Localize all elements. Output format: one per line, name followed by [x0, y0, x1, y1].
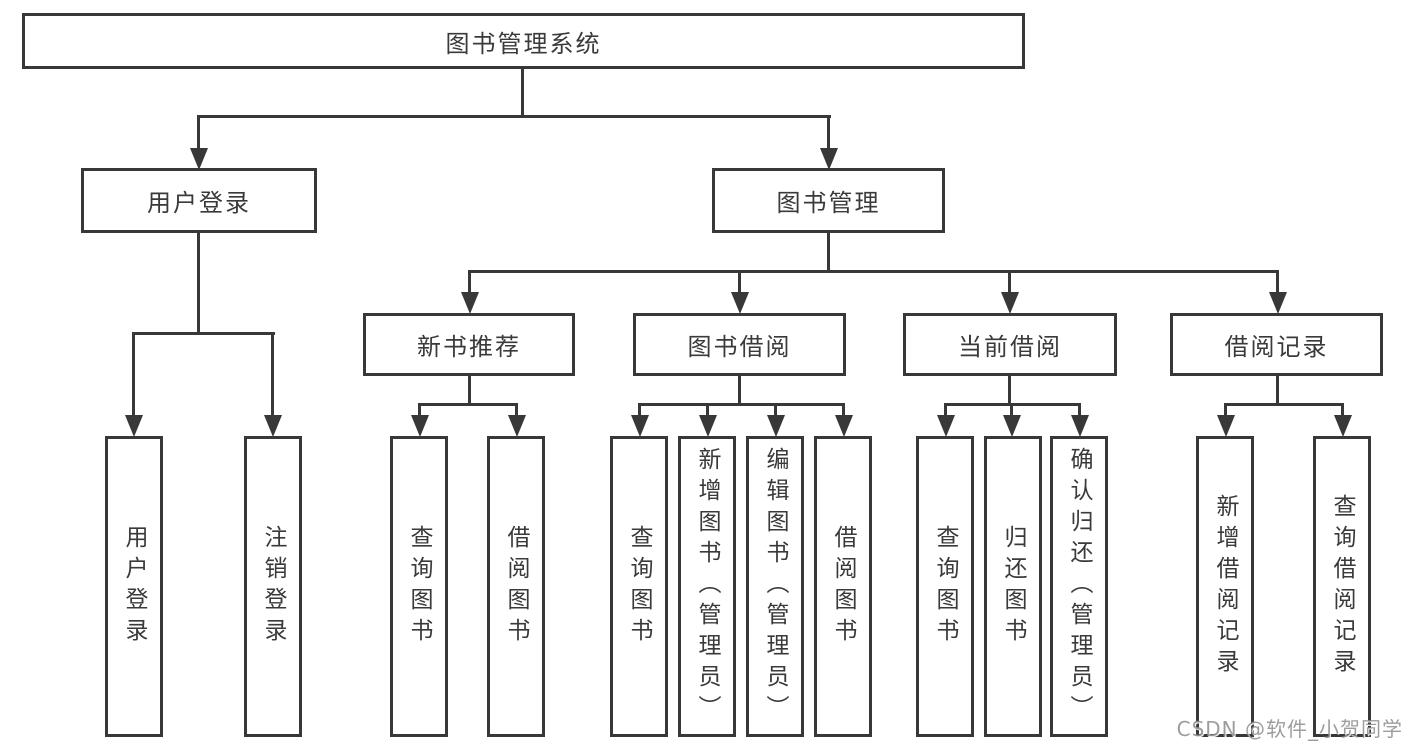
connector-line	[521, 69, 524, 118]
connector-line	[132, 332, 275, 335]
arrow-down-icon	[1269, 292, 1287, 314]
connector-line	[827, 233, 830, 273]
connector-line	[418, 403, 518, 406]
arrow-down-icon	[1071, 415, 1089, 437]
arrow-down-icon	[190, 148, 208, 170]
connector-line	[468, 376, 471, 405]
leaf-label: 确认归还（管理员）	[1066, 447, 1092, 726]
arrow-down-icon	[411, 415, 429, 437]
leaf-search-borrow-record: 查询借阅记录	[1313, 436, 1371, 737]
leaf-label: 查询图书	[932, 524, 958, 649]
node-label: 图书借阅	[687, 333, 792, 361]
connector-line	[1276, 376, 1279, 405]
connector-line	[1008, 376, 1011, 405]
node-label: 用户登录	[147, 189, 251, 217]
arrow-down-icon	[820, 148, 838, 170]
connector-line	[132, 332, 135, 418]
leaf-search-books-current: 查询图书	[916, 436, 974, 737]
arrow-down-icon	[264, 415, 282, 437]
node-label: 图书管理	[776, 189, 881, 217]
leaf-label: 查询图书	[406, 524, 432, 649]
leaf-label: 查询图书	[626, 524, 652, 649]
connector-line	[638, 403, 845, 406]
arrow-down-icon	[937, 415, 955, 437]
leaf-label: 新增图书（管理员）	[694, 447, 720, 726]
leaf-label: 借阅图书	[830, 524, 856, 649]
node-new-book-recommend: 新书推荐	[363, 313, 575, 376]
connector-line	[197, 115, 200, 153]
leaf-return-books: 归还图书	[984, 436, 1042, 737]
node-label: 当前借阅	[958, 333, 1062, 361]
leaf-label: 借阅图书	[503, 524, 529, 649]
connector-line	[1078, 403, 1081, 417]
arrow-down-icon	[125, 415, 143, 437]
connector-line	[842, 403, 845, 417]
connector-line	[944, 403, 947, 417]
arrow-down-icon	[835, 415, 853, 437]
node-library-system: 图书管理系统	[22, 13, 1025, 69]
leaf-label: 新增借阅记录	[1212, 493, 1238, 680]
leaf-label: 查询借阅记录	[1329, 493, 1355, 680]
leaf-add-borrow-record: 新增借阅记录	[1196, 436, 1254, 737]
connector-line	[1224, 403, 1344, 406]
arrow-down-icon	[508, 415, 526, 437]
arrow-down-icon	[631, 415, 649, 437]
connector-line	[197, 233, 200, 334]
connector-line	[1341, 403, 1344, 417]
connector-line	[197, 115, 831, 118]
connector-line	[1010, 403, 1013, 417]
leaf-add-books-admin: 新增图书（管理员）	[678, 436, 736, 737]
arrow-down-icon	[1003, 415, 1021, 437]
arrow-down-icon	[1217, 415, 1235, 437]
leaf-search-books-borrow: 查询图书	[610, 436, 668, 737]
connector-line	[1276, 270, 1279, 294]
leaf-user-login: 用户登录	[105, 436, 163, 737]
leaf-label: 归还图书	[1000, 524, 1026, 649]
connector-line	[774, 403, 777, 417]
leaf-search-books-recommend: 查询图书	[390, 436, 448, 737]
connector-line	[468, 270, 1278, 273]
connector-line	[738, 270, 741, 294]
connector-line	[515, 403, 518, 417]
connector-line	[638, 403, 641, 417]
node-borrow-records: 借阅记录	[1170, 313, 1383, 376]
connector-line	[827, 115, 830, 153]
connector-line	[706, 403, 709, 417]
node-user-login: 用户登录	[81, 168, 317, 233]
connector-line	[1008, 270, 1011, 294]
arrow-down-icon	[731, 292, 749, 314]
leaf-logout: 注销登录	[244, 436, 302, 737]
csdn-watermark: CSDN @软件_小贺同学	[1176, 717, 1403, 741]
node-label: 图书管理系统	[445, 29, 602, 58]
node-label: 新书推荐	[417, 333, 521, 361]
leaf-label: 用户登录	[121, 524, 147, 649]
arrow-down-icon	[1001, 292, 1019, 314]
arrow-down-icon	[699, 415, 717, 437]
leaf-label: 注销登录	[260, 524, 286, 649]
leaf-borrow-books: 借阅图书	[814, 436, 872, 737]
leaf-edit-books-admin: 编辑图书（管理员）	[746, 436, 804, 737]
node-current-borrow: 当前借阅	[903, 313, 1117, 376]
leaf-borrow-books-recommend: 借阅图书	[487, 436, 545, 737]
leaf-label: 编辑图书（管理员）	[762, 447, 788, 726]
arrow-down-icon	[461, 292, 479, 314]
arrow-down-icon	[1334, 415, 1352, 437]
connector-line	[738, 376, 741, 405]
node-book-borrow: 图书借阅	[633, 313, 846, 376]
connector-line	[418, 403, 421, 417]
arrow-down-icon	[767, 415, 785, 437]
leaf-confirm-return-admin: 确认归还（管理员）	[1050, 436, 1108, 737]
node-book-management: 图书管理	[712, 168, 945, 233]
node-label: 借阅记录	[1224, 333, 1329, 361]
connector-line	[271, 332, 274, 418]
connector-line	[468, 270, 471, 294]
connector-line	[1224, 403, 1227, 417]
